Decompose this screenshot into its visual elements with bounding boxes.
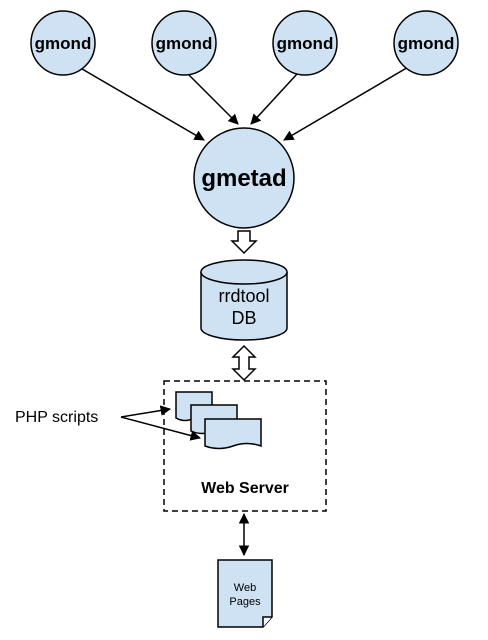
gmond-node-1: gmond [30,10,96,76]
gmetad-node: gmetad [193,127,295,229]
php-arrow-upper [120,405,172,418]
php-script-document-3 [204,418,262,450]
edge-gmond-3-to-gmetad [250,73,298,125]
rrdtool-db-cylinder: rrdtool DB [200,259,288,341]
edge-gmond-1-to-gmetad [76,65,205,141]
edge-gmond-4-to-gmetad [283,65,411,141]
gmond-label-1: gmond [35,34,92,53]
gmond-node-4: gmond [393,10,459,76]
hollow-double-arrow-db-to-webserver [231,344,257,382]
gmond-node-3: gmond [272,10,338,76]
gmond-label-4: gmond [398,34,455,53]
web-pages-document: Web Pages [217,559,273,628]
gmond-node-2: gmond [151,10,217,76]
web-pages-label-line1: Web [234,582,256,594]
php-arrow-lower [120,416,202,441]
web-server-label: Web Server [201,480,289,497]
web-pages-label-line2: Pages [229,596,261,608]
db-label: DB [231,308,256,328]
gmond-label-3: gmond [277,34,334,53]
rrdtool-label: rrdtool [218,286,269,306]
php-scripts-label: PHP scripts [15,409,98,426]
gmetad-label: gmetad [201,165,286,192]
php-scripts-document-stack [175,391,262,450]
web-server-box [163,380,327,512]
hollow-arrow-gmetad-to-rrdtool [230,230,258,255]
gmond-label-2: gmond [156,34,213,53]
edge-gmond-2-to-gmetad [187,73,239,125]
